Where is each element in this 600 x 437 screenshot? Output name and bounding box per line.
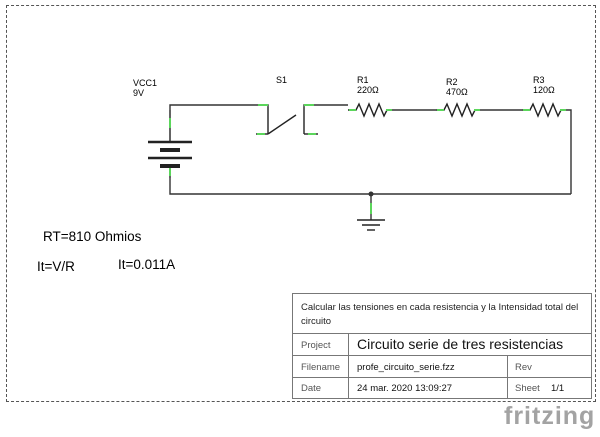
r1-name-label: R1 (357, 75, 369, 85)
total-resistance-note: RT=810 Ohmios (43, 229, 142, 244)
filename-label: Filename (301, 362, 341, 373)
title-block-project-row: Project Circuito serie de tres resistenc… (293, 334, 591, 356)
project-label: Project (301, 340, 331, 351)
sheet-value: 1/1 (551, 383, 565, 394)
current-note: It=0.011A (118, 257, 176, 272)
pin-markers (169, 104, 566, 214)
wire-r3-to-right (566, 109, 572, 194)
switch-s1 (256, 107, 318, 135)
r2-name-label: R2 (446, 77, 458, 87)
title-block-filename-row: Filename profe_circuito_serie.fzz Rev (293, 356, 591, 378)
fritzing-logo: fritzing (504, 402, 596, 430)
date-value: 24 mar. 2020 13:09:27 (357, 383, 453, 394)
resistor-r2 (436, 102, 480, 118)
wire-bottom-return (169, 178, 571, 195)
date-label: Date (301, 383, 322, 394)
vcc-name-label: VCC1 (133, 78, 158, 88)
title-block-description: Calcular las tensiones en cada resistenc… (293, 294, 591, 334)
schematic-sheet (6, 5, 596, 402)
rev-label: Rev (515, 362, 532, 373)
r3-name-label: R3 (533, 75, 545, 85)
vcc-value-label: 9V (133, 88, 145, 98)
r3-value-label: 120Ω (533, 85, 555, 95)
ground-symbol (357, 219, 385, 231)
resistor-r3 (522, 102, 566, 118)
title-block-date-row: Date 24 mar. 2020 13:09:27 Sheet 1/1 (293, 378, 591, 398)
resistor-r1 (348, 102, 392, 118)
wire-battery-to-switch (169, 104, 269, 110)
project-value: Circuito serie de tres resistencias (357, 336, 564, 352)
title-block: Calcular las tensiones en cada resistenc… (292, 293, 592, 399)
sheet-label: Sheet (515, 383, 540, 394)
r2-value-label: 470Ω (446, 87, 468, 97)
r1-value-label: 220Ω (357, 85, 379, 95)
filename-value: profe_circuito_serie.fzz (357, 362, 455, 373)
ohms-law-note: It=V/R (37, 259, 75, 274)
junction-dot (368, 191, 374, 197)
switch-name-label: S1 (276, 75, 288, 85)
